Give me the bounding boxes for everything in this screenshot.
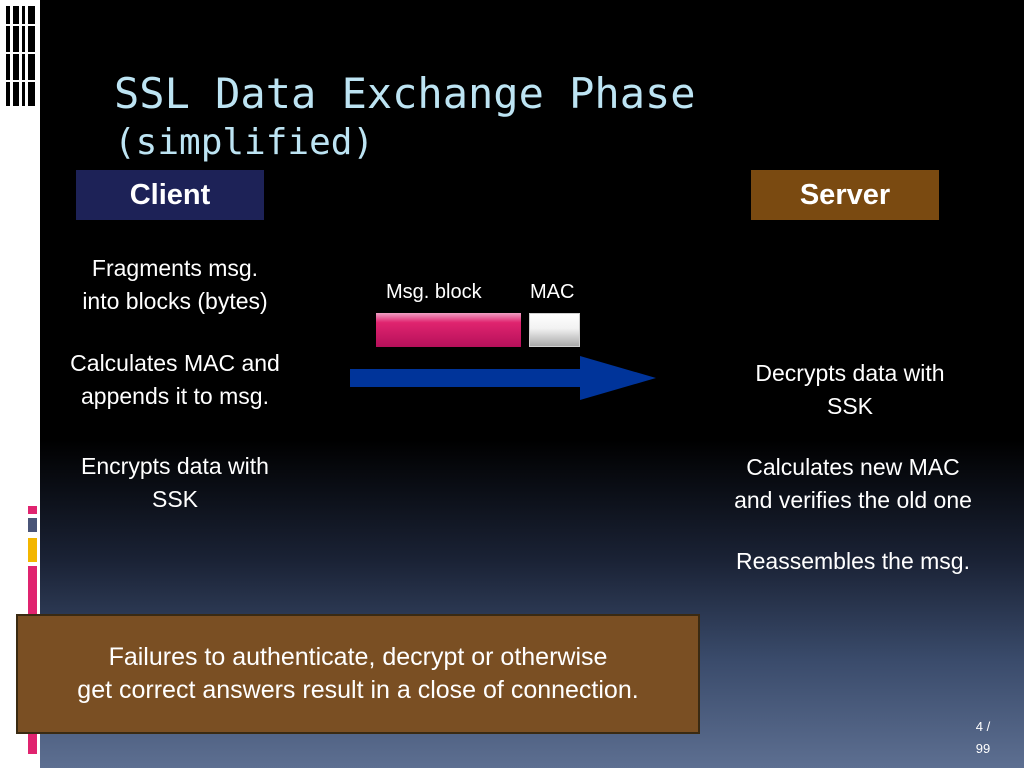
server-step-verify: Calculates new MAC and verifies the old …: [705, 451, 1001, 517]
deco-bar-pink-top: [28, 506, 37, 514]
step-line: Fragments msg.: [91, 255, 259, 281]
deco-bar-navy: [28, 518, 37, 532]
page-total: 99: [975, 741, 991, 756]
mac-block: [529, 313, 580, 347]
mac-label: MAC: [530, 281, 575, 303]
connection-close-note: Failures to authenticate, decrypt or oth…: [16, 614, 700, 734]
step-line: appends it to msg.: [81, 383, 269, 409]
client-step-encrypt: Encrypts data with SSK: [45, 450, 305, 516]
client-step-fragment: Fragments msg. into blocks (bytes): [45, 252, 305, 318]
step-line: Decrypts data with: [755, 360, 945, 386]
step-line: SSK: [826, 393, 874, 419]
step-line: Calculates MAC and: [70, 350, 280, 376]
client-header: Client: [76, 170, 264, 220]
msg-block-label: Msg. block: [386, 281, 482, 303]
server-header: Server: [751, 170, 939, 220]
page-current: 4 /: [975, 719, 991, 734]
deco-bar-yellow: [28, 538, 37, 562]
slide-title: SSL Data Exchange Phase (simplified): [114, 69, 696, 164]
title-line-1: SSL Data Exchange Phase: [114, 69, 696, 118]
server-step-reassemble: Reassembles the msg.: [705, 545, 1001, 578]
step-line: SSK: [151, 486, 199, 512]
step-line: and verifies the old one: [734, 487, 972, 513]
page-number: 4 / 99: [968, 716, 998, 760]
step-line: Calculates new MAC: [746, 454, 960, 480]
server-step-decrypt: Decrypts data with SSK: [705, 357, 995, 423]
step-line: Reassembles the msg.: [736, 548, 970, 574]
title-line-2: (simplified): [114, 122, 375, 164]
step-line: into blocks (bytes): [82, 288, 268, 314]
note-line-2: get correct answers result in a close of…: [77, 676, 639, 704]
step-line: Encrypts data with: [81, 453, 269, 479]
right-arrow-icon: [350, 356, 656, 400]
client-step-mac: Calculates MAC and appends it to msg.: [45, 347, 305, 413]
note-line-1: Failures to authenticate, decrypt or oth…: [108, 643, 608, 671]
msg-block: [376, 313, 521, 347]
corner-logo-icon: [4, 6, 36, 106]
